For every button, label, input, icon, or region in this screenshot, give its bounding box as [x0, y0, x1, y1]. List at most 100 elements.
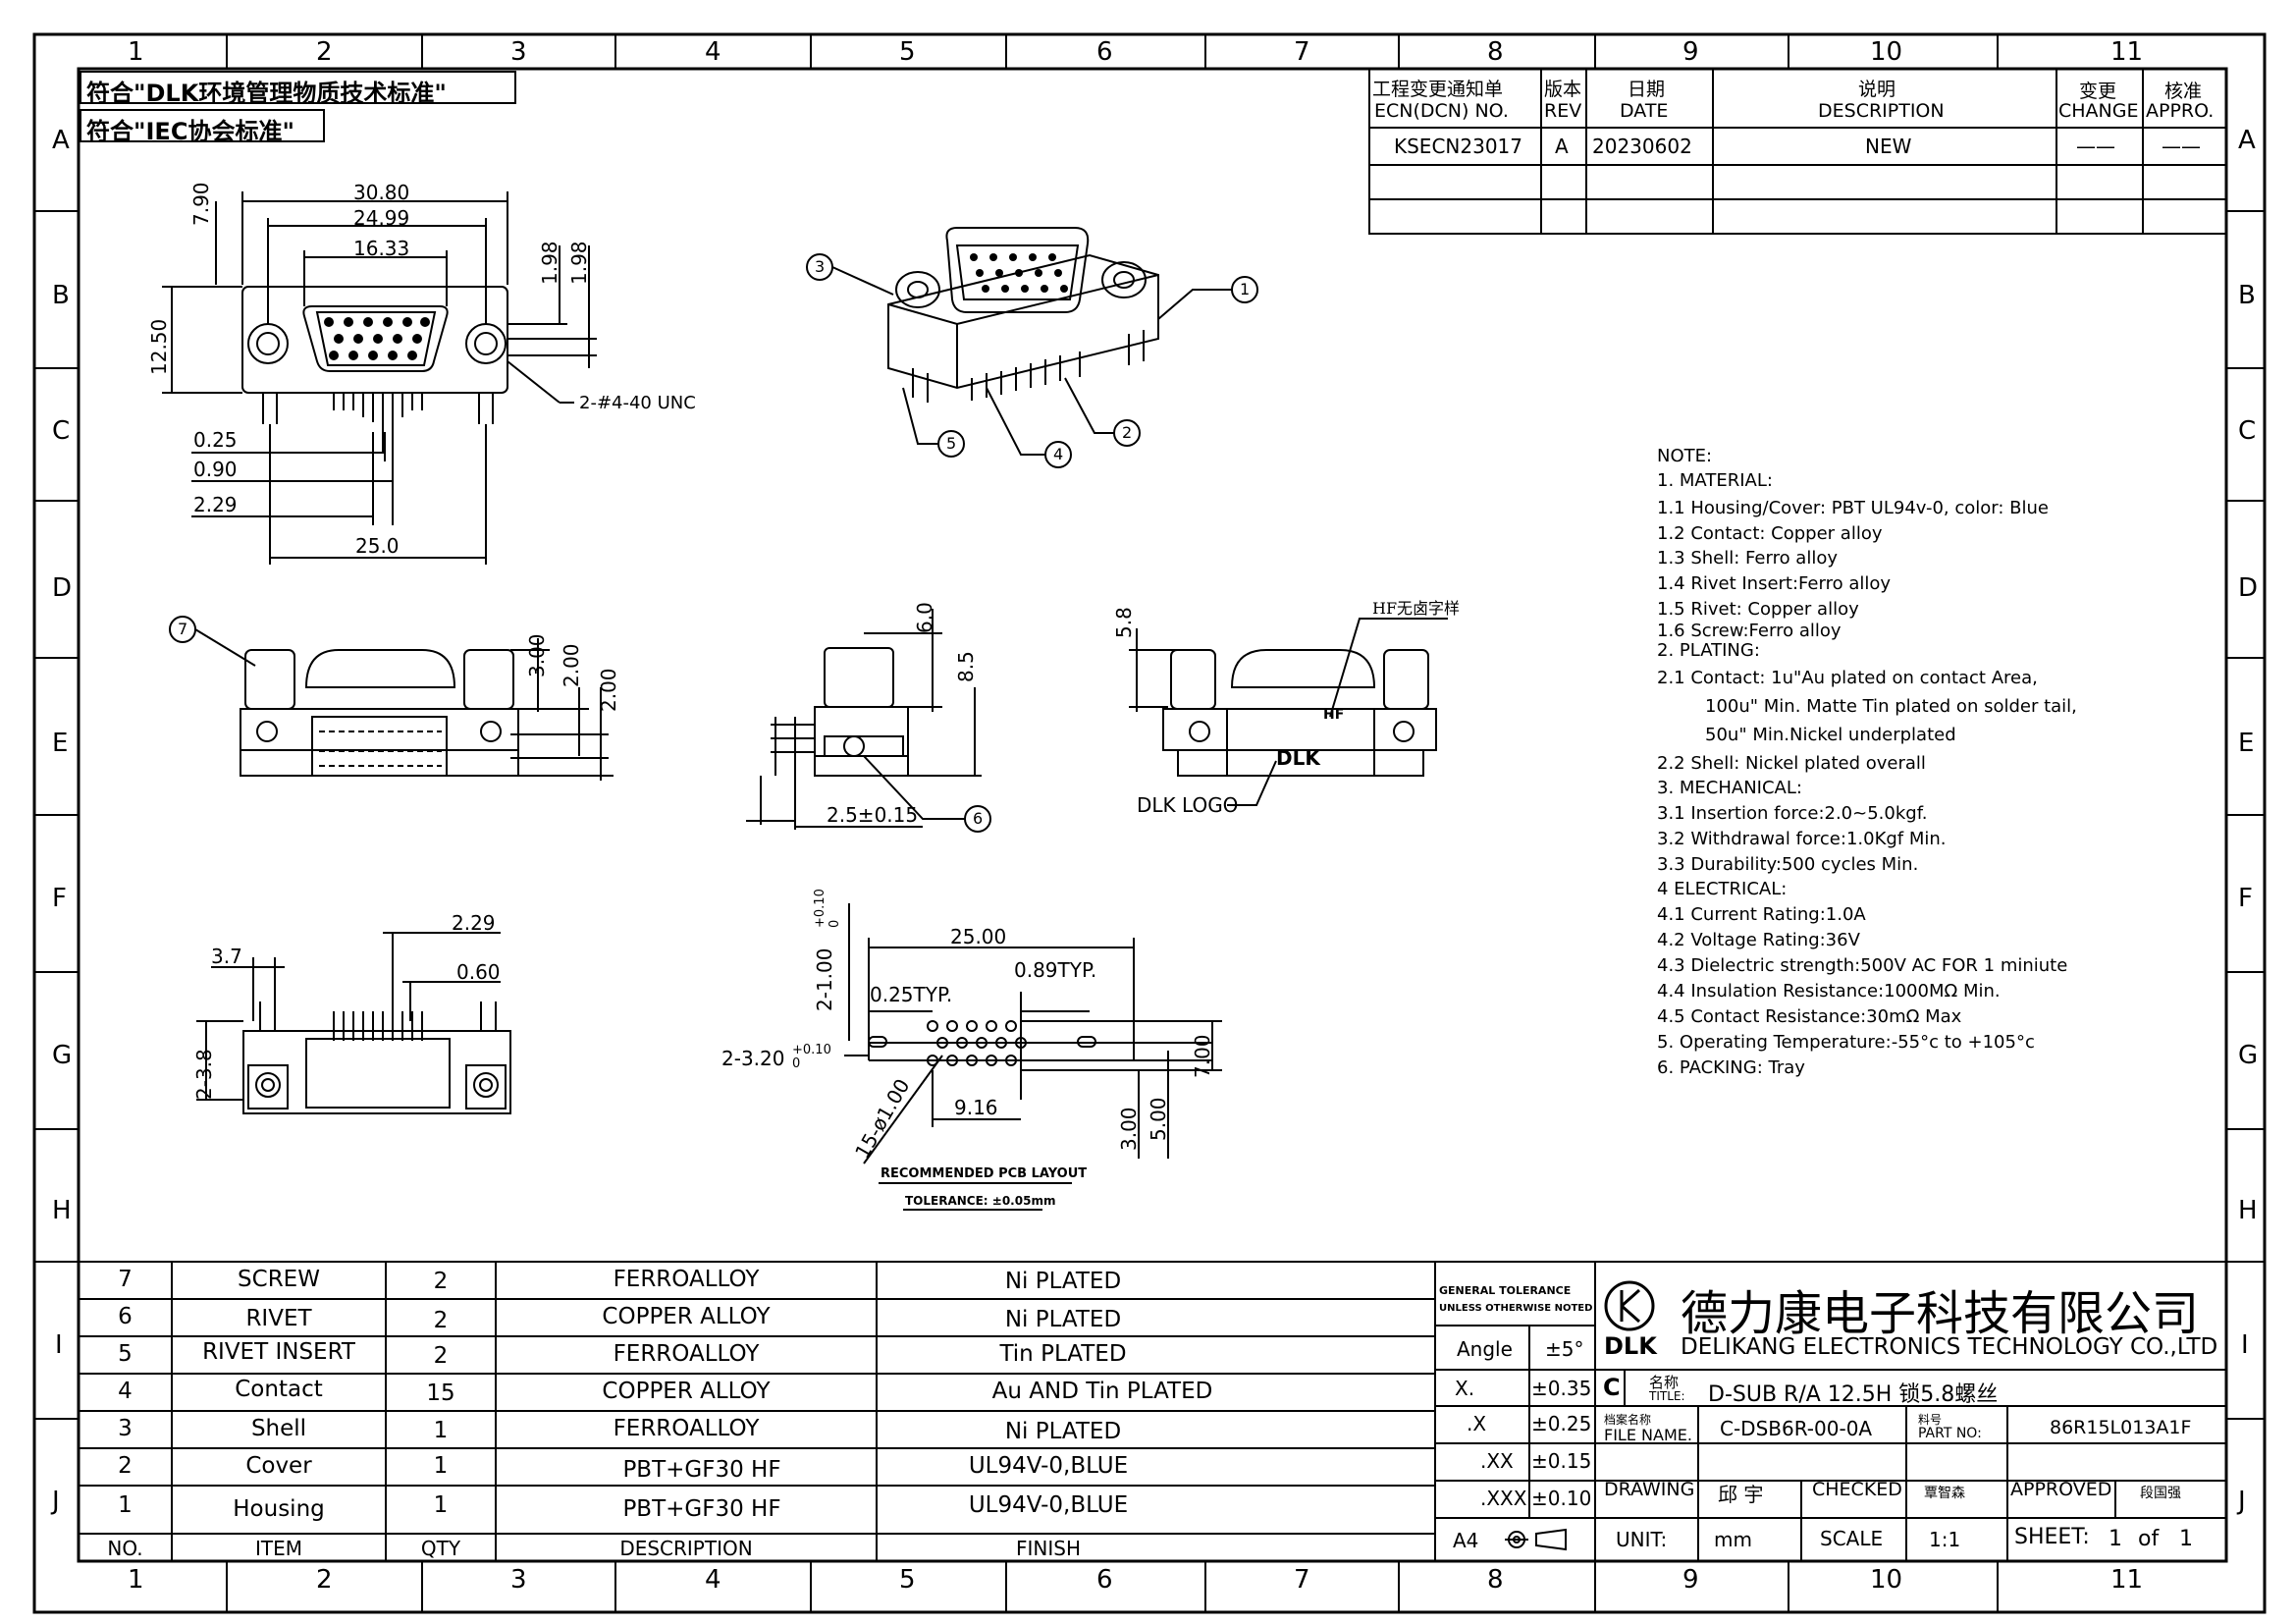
rev-header-date-en: DATE [1620, 100, 1669, 122]
bom-qty: 2 [433, 1308, 449, 1333]
approved-label: APPROVED [2010, 1479, 2112, 1500]
bom-finish: Tin PLATED [999, 1341, 1127, 1367]
part-label-cn: 料号 [1918, 1413, 1943, 1427]
row-label: H [52, 1196, 72, 1225]
note-line: 3.3 Durability:500 cycles Min. [1657, 854, 1919, 875]
row-label: C [52, 416, 71, 446]
row-label: E [52, 729, 69, 758]
dim-label: 2.00 [597, 668, 620, 712]
top-view [162, 191, 597, 565]
column-label: 3 [510, 37, 527, 67]
sheet-of: of [2138, 1527, 2160, 1551]
bom-qty: 15 [426, 1380, 455, 1406]
note-line: 4 ELECTRICAL: [1657, 879, 1788, 899]
bom-finish: Ni PLATED [1004, 1419, 1122, 1444]
note-line: 1.2 Contact: Copper alloy [1657, 523, 1883, 544]
row-label: J [52, 1487, 60, 1516]
bom-description: COPPER ALLOY [602, 1379, 771, 1404]
projection-symbol [1505, 1528, 1567, 1551]
rev-letter: C [1603, 1374, 1621, 1401]
sheet-label: SHEET: [2014, 1525, 2090, 1549]
note-line: 3. MECHANICAL: [1657, 778, 1802, 798]
sheet-total: 1 [2179, 1527, 2193, 1551]
dim-label: 2-3.8 [192, 1049, 216, 1100]
bom-finish: Au AND Tin PLATED [991, 1379, 1213, 1404]
column-label: 4 [705, 1565, 721, 1595]
dlk-logo-label: DLK LOGO [1137, 793, 1239, 817]
pcb-layout [844, 903, 1222, 1211]
column-label: 1 [128, 1565, 144, 1595]
column-label: 6 [1096, 1565, 1113, 1595]
bom-no: 6 [118, 1304, 133, 1329]
tolerance-value: ±5° [1545, 1337, 1584, 1361]
column-label: 8 [1487, 1565, 1504, 1595]
row-label: G [52, 1041, 73, 1070]
dim-label: 0.90 [193, 458, 238, 481]
column-label: 9 [1682, 1565, 1699, 1595]
dim-label: 0.25 [193, 428, 238, 452]
dim-label: 1.98 [567, 241, 591, 285]
rev-header-appro-cn: 核准 [2164, 81, 2203, 102]
balloon-1: 1 [1240, 280, 1251, 298]
note-line: NOTE: [1657, 446, 1713, 466]
checked-by: 覃智森 [1924, 1486, 1965, 1501]
tolerance-label: Angle [1457, 1337, 1513, 1361]
dim-label: 2-1.00 [813, 947, 836, 1011]
scale-value: 1:1 [1929, 1528, 1961, 1551]
bom-item: Contact [235, 1377, 323, 1402]
balloon-5: 5 [946, 434, 957, 453]
column-label: 7 [1294, 1565, 1310, 1595]
dim-label: 12.50 [147, 318, 171, 375]
dim-label: 2-#4-40 UNC [579, 393, 696, 413]
balloon-6: 6 [973, 809, 984, 828]
note-line: 1.4 Rivet Insert:Ferro alloy [1657, 573, 1892, 594]
bom-item: RIVET [245, 1306, 312, 1331]
bom-header-item: ITEM [254, 1537, 302, 1560]
drawing-title: D-SUB R/A 12.5H 锁5.8螺丝 [1708, 1382, 1999, 1407]
row-label: I [55, 1330, 63, 1360]
row-label: E [2238, 729, 2255, 758]
bom-description: FERROALLOY [613, 1416, 760, 1441]
bom-description: FERROALLOY [613, 1267, 760, 1292]
rear-view [1129, 618, 1448, 806]
pcb-tolerance: TOLERANCE: ±0.05mm [905, 1194, 1056, 1208]
dim-label: 5.00 [1147, 1097, 1170, 1141]
title-grid [1435, 1261, 2226, 1562]
note-line: 1.1 Housing/Cover: PBT UL94v-0, color: B… [1657, 498, 2049, 518]
approved-by: 段国强 [2140, 1486, 2181, 1501]
checked-label: CHECKED [1812, 1479, 1902, 1500]
file-label-en: FILE NAME. [1604, 1426, 1692, 1444]
tolerance-subheader: UNLESS OTHERWISE NOTED [1439, 1303, 1593, 1314]
tolerance-label: X. [1455, 1377, 1475, 1400]
bom-finish: UL94V-0,BLUE [968, 1453, 1129, 1479]
dim-label: 7.00 [1191, 1034, 1214, 1078]
note-line: 4.4 Insulation Resistance:1000MΩ Min. [1657, 981, 2001, 1001]
note-line: 4.3 Dielectric strength:500V AC FOR 1 mi… [1657, 955, 2068, 976]
row-label: B [2238, 281, 2256, 310]
bom-description: PBT+GF30 HF [622, 1457, 781, 1483]
note-line: 5. Operating Temperature:-55°c to +105°c [1657, 1032, 2035, 1053]
tolerance-label: .X [1467, 1412, 1487, 1435]
note-line: 2.2 Shell: Nickel plated overall [1657, 753, 1926, 774]
bom-no: 3 [118, 1416, 133, 1441]
file-label-cn: 档案名称 [1604, 1413, 1652, 1427]
note-line: 3.1 Insertion force:2.0~5.0kgf. [1657, 803, 1928, 824]
balloon-3: 3 [815, 257, 826, 276]
bom-no: 7 [118, 1267, 133, 1292]
column-label: 2 [316, 1565, 333, 1595]
dim-label: 25.00 [950, 925, 1007, 948]
balloon-2: 2 [1122, 423, 1133, 442]
dim-label: 30.80 [353, 181, 410, 204]
bom-no: 2 [118, 1453, 133, 1479]
tolerance-value: ±0.15 [1531, 1449, 1592, 1473]
tolerance-value: ±0.25 [1531, 1412, 1592, 1435]
drawing-by: 邱 宇 [1718, 1483, 1764, 1506]
rev-header-ecn-en: ECN(DCN) NO. [1374, 100, 1509, 122]
bom-finish: UL94V-0,BLUE [968, 1492, 1129, 1518]
paper-size: A4 [1453, 1529, 1479, 1552]
bom-item: Cover [245, 1453, 312, 1479]
bom-item: SCREW [238, 1267, 320, 1292]
column-label: 11 [2110, 1565, 2144, 1595]
iso-view [806, 227, 1258, 468]
